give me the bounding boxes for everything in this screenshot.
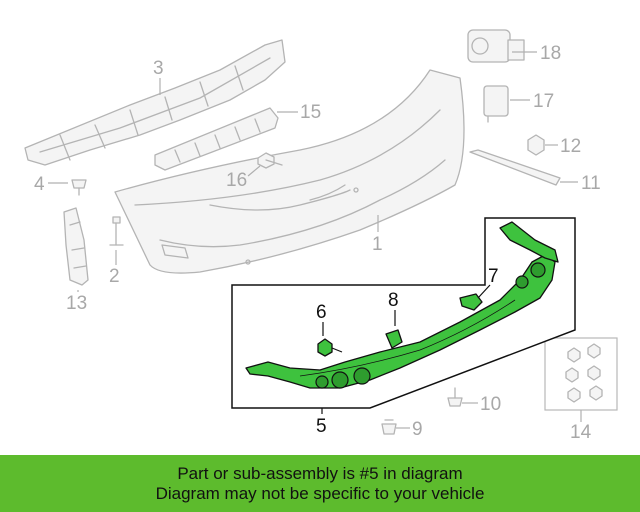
trim-strip-11-icon [469,149,561,186]
energy-absorber [24,39,286,166]
sensor-18-icon [467,29,525,63]
banner-line-1: Part or sub-assembly is #5 in diagram [177,463,463,483]
fastener-kit-icon [565,343,603,403]
callout-16: 16 [226,170,247,191]
callout-4: 4 [34,174,45,195]
callout-10: 10 [480,394,501,415]
fastener-kit-box [544,337,618,411]
callout-11: 11 [581,173,601,194]
callout-5: 5 [316,416,327,437]
callout-7: 7 [488,266,499,287]
clip-4-icon [71,179,87,196]
highlight-box [231,217,576,409]
callout-13: 13 [66,293,87,314]
callout-2: 2 [109,266,120,287]
callout-8: 8 [388,290,399,311]
parts-diagram: 3 15 4 16 2 13 1 18 17 12 11 10 9 14 6 8… [24,29,618,443]
bumper-cover [114,69,465,274]
callout-6: 6 [316,302,327,323]
clip-8-icon [385,329,403,349]
banner-line-2: Diagram may not be specific to your vehi… [155,483,485,503]
bolt-6-icon [317,338,343,357]
callout-15: 15 [300,102,321,123]
side-bracket [63,207,89,286]
callout-9: 9 [412,419,423,440]
callout-14: 14 [570,422,592,443]
callout-18: 18 [540,43,561,64]
screw-2-icon [109,216,124,246]
bolt-16-icon [257,152,283,169]
callout-17: 17 [533,91,554,112]
leader-lines [48,51,582,429]
reinforcement-bracket [154,107,279,171]
nut-12-icon [527,134,545,156]
bracket-7-icon [459,293,483,311]
module-17-icon [483,85,509,123]
clip-9-icon [381,419,397,435]
callout-labels: 3 15 4 16 2 13 1 18 17 12 11 10 9 14 6 8… [34,43,601,443]
callout-1: 1 [372,234,383,255]
callout-3: 3 [153,58,164,79]
info-banner: Part or sub-assembly is #5 in diagram Di… [0,455,640,512]
clip-10-icon [447,387,463,407]
rear-diffuser-part-5[interactable] [245,221,559,389]
callout-12: 12 [560,136,581,157]
